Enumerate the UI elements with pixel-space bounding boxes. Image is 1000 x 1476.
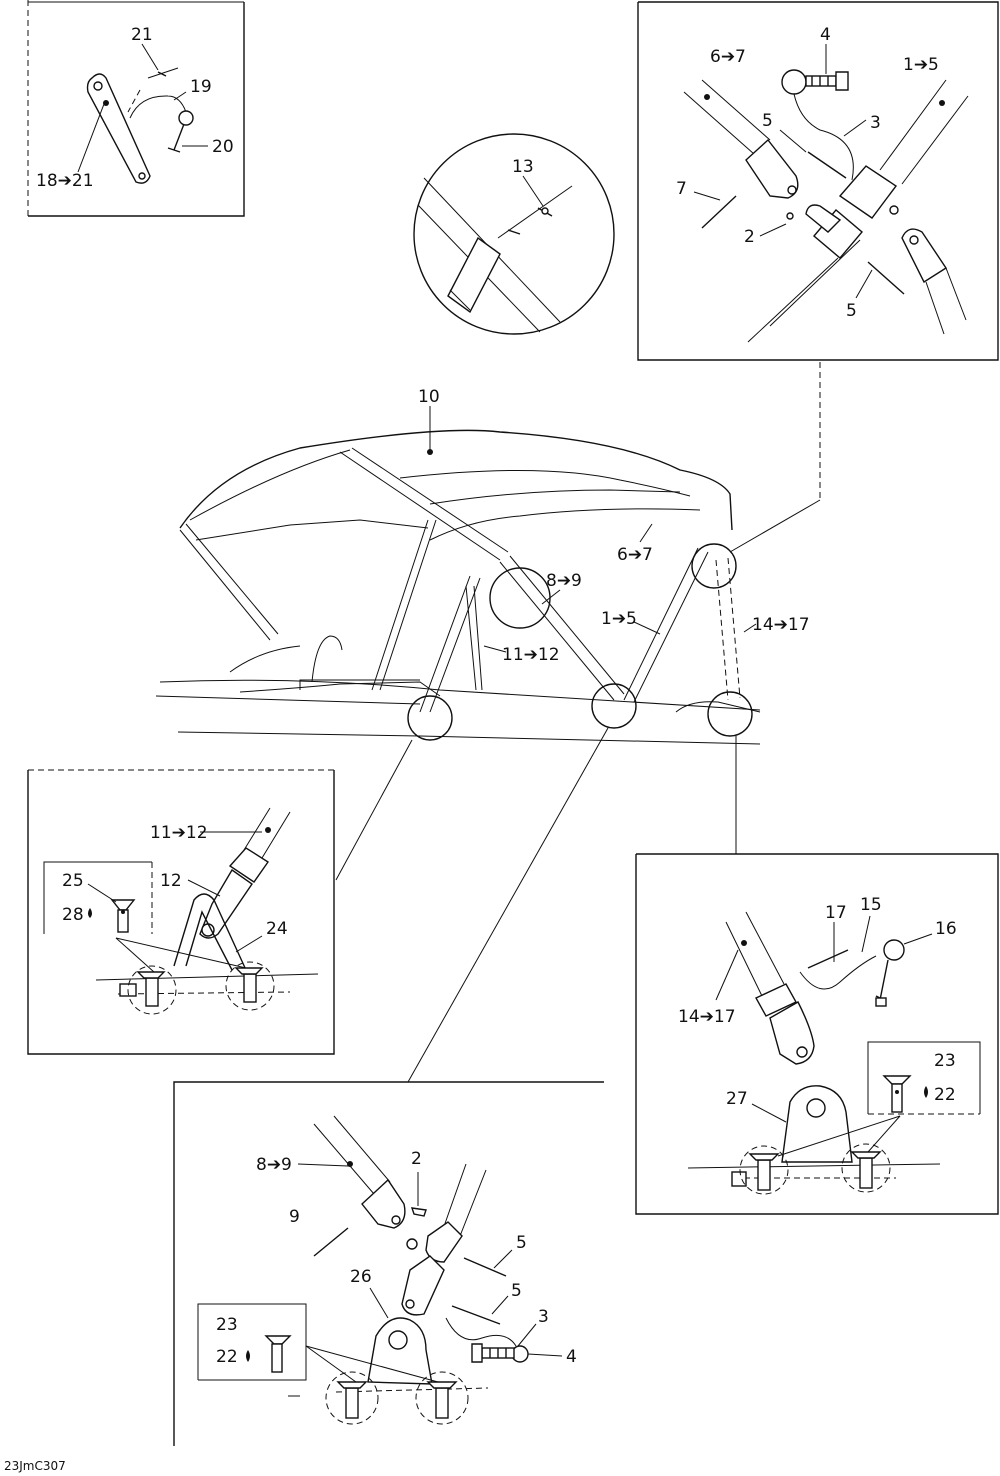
callout-19: 19 (190, 77, 212, 97)
detail-rear-mount: 17 15 16 14➔17 23 22 27 (635, 853, 999, 1215)
callout-20: 20 (212, 137, 234, 157)
callout-7: 7 (676, 179, 687, 199)
callout-25: 25 (62, 871, 84, 891)
callout-17: 17 (825, 903, 847, 923)
callout-10: 10 (418, 387, 440, 407)
callout-14-17-detail: 14➔17 (678, 1007, 736, 1027)
callout-22-bottom: 22 (216, 1347, 238, 1367)
callout-5-b1: 5 (516, 1233, 527, 1253)
detail-front-mount: 11➔12 25 12 28 24 (27, 769, 335, 1055)
diagram-code: 23JmC307 (4, 1459, 66, 1473)
callout-2-bottom: 2 (411, 1149, 422, 1169)
callout-3-bottom: 3 (538, 1307, 549, 1327)
strap-part (86, 73, 151, 184)
callout-8-9-detail: 8➔9 (256, 1155, 292, 1175)
callout-6-7-main: 6➔7 (617, 545, 653, 565)
callout-1-5-main: 1➔5 (601, 609, 637, 629)
callout-6-7-top: 6➔7 (710, 47, 746, 67)
callout-15: 15 (860, 895, 882, 915)
detail-strap-pin: 21 19 20 18➔21 (27, 0, 245, 217)
callout-5-right: 5 (846, 301, 857, 321)
callout-24: 24 (266, 919, 288, 939)
callout-2-top: 2 (744, 227, 755, 247)
callout-3-top: 3 (870, 113, 881, 133)
callout-4-bottom: 4 (566, 1347, 577, 1367)
detail-upper-joint: 4 6➔7 1➔5 5 3 7 2 5 (637, 1, 999, 361)
main-bimini-assembly: 10 6➔7 8➔9 1➔5 14➔17 11➔12 (155, 387, 810, 745)
detail-circle-13: 13 (413, 133, 615, 335)
callout-21: 21 (131, 25, 153, 45)
callout-27: 27 (726, 1089, 748, 1109)
callout-11-12-main: 11➔12 (502, 645, 560, 665)
callout-5-b2: 5 (511, 1281, 522, 1301)
callout-16: 16 (935, 919, 957, 939)
callout-22-right: 22 (934, 1085, 956, 1105)
callout-23-bottom: 23 (216, 1315, 238, 1335)
callout-26: 26 (350, 1267, 372, 1287)
callout-8-9-main: 8➔9 (546, 571, 582, 591)
callout-13: 13 (512, 157, 534, 177)
detail-mid-mount: 8➔9 2 9 5 26 5 3 23 22 4 (173, 1081, 604, 1446)
callout-5-top: 5 (762, 111, 773, 131)
callout-28: 28 (62, 905, 84, 925)
callout-12: 12 (160, 871, 182, 891)
callout-18-21: 18➔21 (36, 171, 94, 191)
callout-11-12-detail: 11➔12 (150, 823, 208, 843)
callout-4-top: 4 (820, 25, 831, 45)
callout-14-17-main: 14➔17 (752, 615, 810, 635)
callout-9: 9 (289, 1207, 300, 1227)
callout-23-right: 23 (934, 1051, 956, 1071)
callout-1-5-top: 1➔5 (903, 55, 939, 75)
